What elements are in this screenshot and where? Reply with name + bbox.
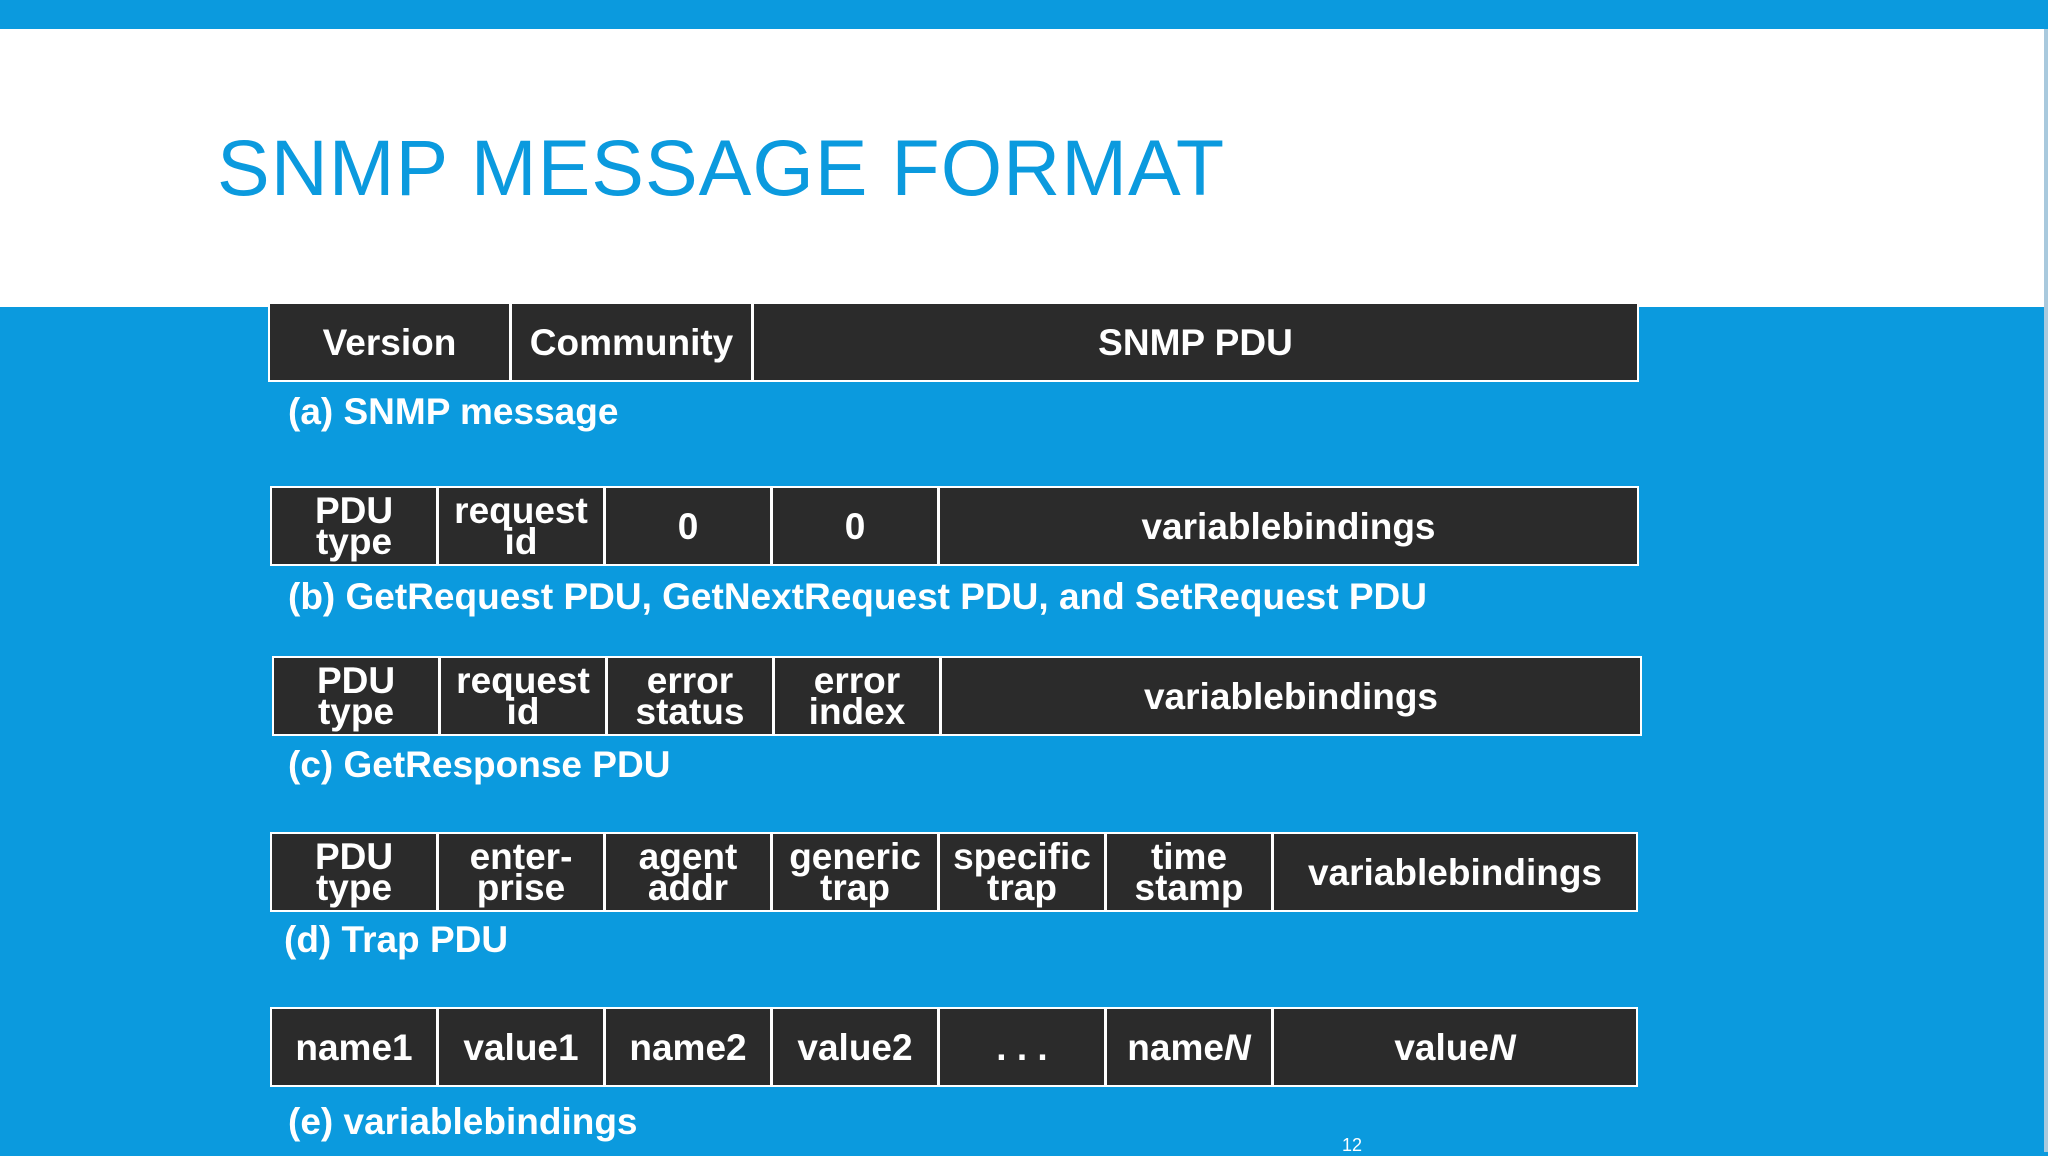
field-variablebindings: variablebindings	[1274, 834, 1636, 910]
field-variablebindings: variablebindings	[940, 488, 1637, 564]
caption-snmp-message: (a) SNMP message	[288, 391, 619, 432]
title-band	[0, 29, 2048, 307]
field-snmp-pdu: SNMP PDU	[754, 304, 1637, 380]
caption-variablebindings: (e) variablebindings	[288, 1101, 638, 1142]
field-agent-addr: agent addr	[606, 834, 770, 910]
field-valuen-italic: N	[1488, 1026, 1516, 1068]
caption-trap-pdu: (d) Trap PDU	[284, 919, 509, 960]
caption-getrequest-pdu: (b) GetRequest PDU, GetNextRequest PDU, …	[288, 576, 1427, 617]
field-community: Community	[512, 304, 751, 380]
getrequest-pdu-row: PDU type request id 0 0 variablebindings	[270, 486, 1639, 566]
field-name1: name1	[272, 1009, 436, 1085]
field-name2: name2	[606, 1009, 770, 1085]
field-version: Version	[270, 304, 509, 380]
field-time-stamp: time stamp	[1107, 834, 1271, 910]
slide-number: 12	[1342, 1135, 1363, 1155]
caption-getresponse-pdu: (c) GetResponse PDU	[288, 744, 671, 785]
trap-pdu-row: PDU type enter- prise agent addr generic…	[270, 832, 1638, 912]
field-generic-trap: generic trap	[773, 834, 937, 910]
field-value1: value1	[439, 1009, 603, 1085]
field-request-id: request id	[439, 488, 603, 564]
field-variablebindings: variablebindings	[942, 658, 1640, 734]
field-error-index: error index	[775, 658, 939, 734]
top-accent-bar	[0, 0, 2048, 29]
field-pdu-type: PDU type	[274, 658, 438, 734]
field-pdu-type: PDU type	[272, 834, 436, 910]
field-enterprise: enter- prise	[439, 834, 603, 910]
field-request-id: request id	[441, 658, 605, 734]
field-specific-trap: specific trap	[940, 834, 1104, 910]
field-namen-base: name	[1127, 1026, 1224, 1068]
field-ellipsis: . . .	[940, 1009, 1104, 1085]
field-value2: value2	[773, 1009, 937, 1085]
field-valuen-base: value	[1394, 1026, 1489, 1068]
field-namen-italic: N	[1223, 1026, 1251, 1068]
field-zero-1: 0	[606, 488, 770, 564]
field-pdu-type: PDU type	[272, 488, 436, 564]
getresponse-pdu-row: PDU type request id error status error i…	[272, 656, 1642, 736]
scrollbar-edge[interactable]	[2044, 29, 2048, 1152]
snmp-message-row: Version Community SNMP PDU	[268, 302, 1639, 382]
slide-title: SNMP MESSAGE FORMAT	[217, 123, 1226, 212]
field-error-status: error status	[608, 658, 772, 734]
field-zero-2: 0	[773, 488, 937, 564]
